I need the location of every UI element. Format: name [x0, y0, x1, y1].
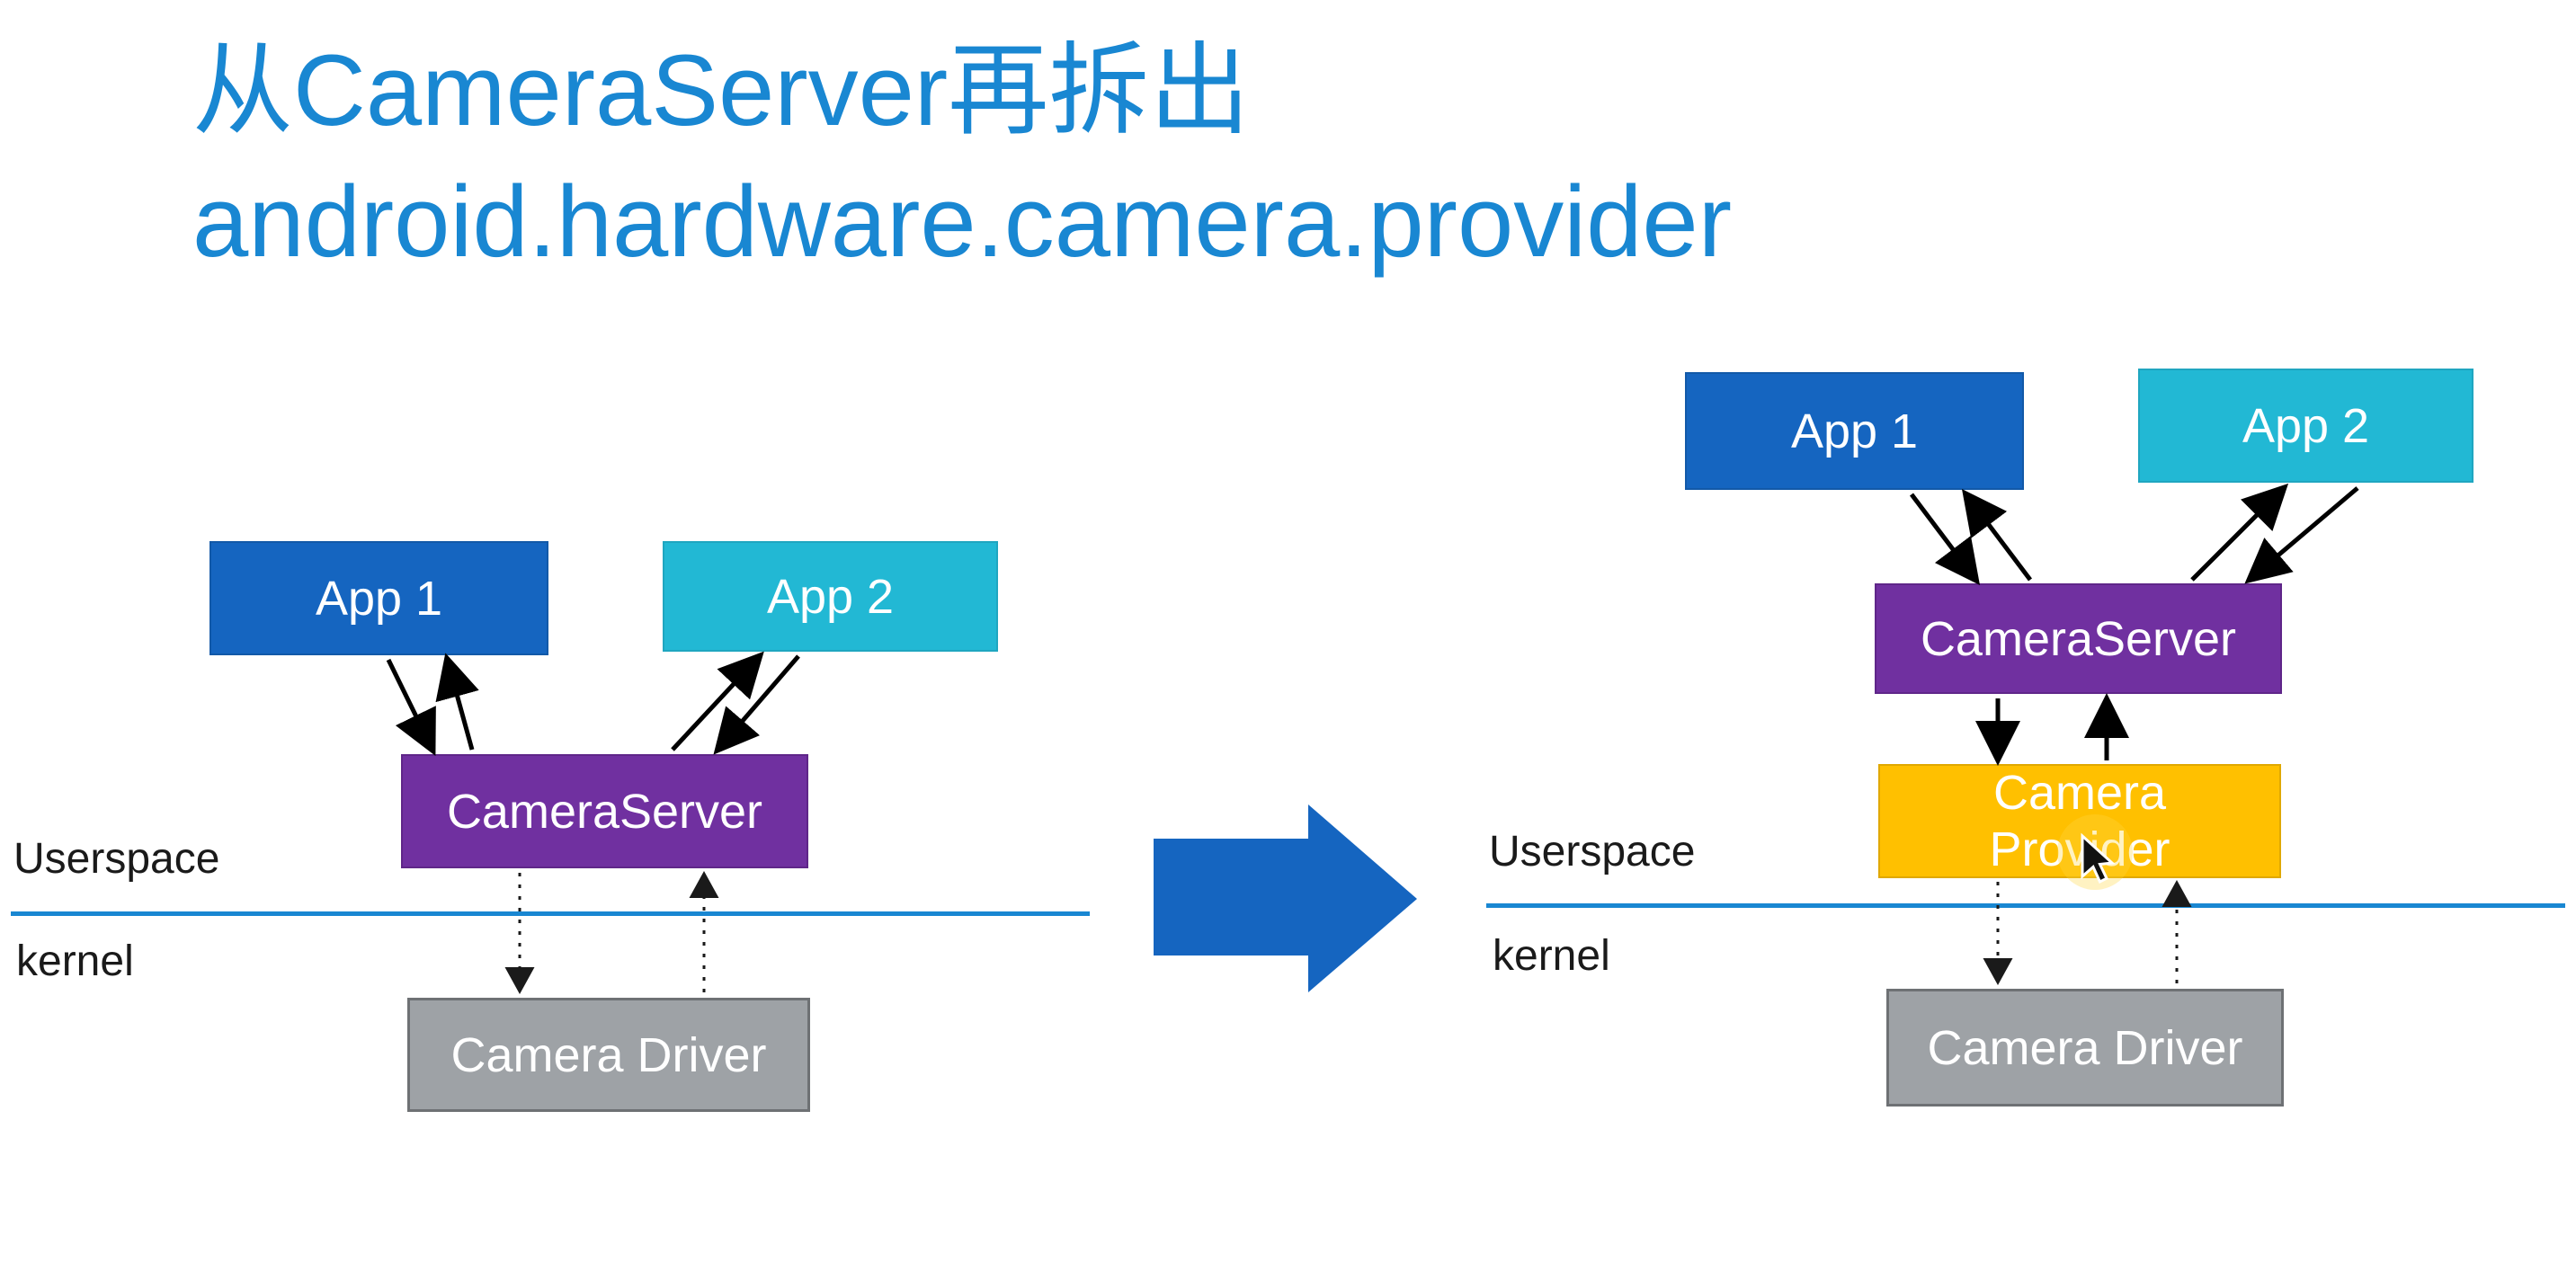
right-cameraserver-label: CameraServer [1920, 611, 2237, 666]
right-server-to-app1-arrow [1961, 489, 2032, 582]
left-userspace-kernel-divider [11, 911, 1090, 916]
right-app1-label: App 1 [1790, 404, 1919, 458]
left-app1-label: App 1 [315, 571, 443, 626]
left-app1-to-server-arrow [386, 658, 436, 756]
left-server-to-app2-arrow [671, 651, 764, 751]
title-line-2: android.hardware.camera.provider [192, 164, 1732, 278]
left-server-to-app1-arrow [435, 653, 479, 751]
left-app2-label: App 2 [766, 569, 895, 624]
slide-title: 从CameraServer再拆出 android.hardware.camera… [192, 25, 1732, 287]
right-camera-provider-line1: Camera [1992, 766, 2167, 821]
left-camera-driver-box: Camera Driver [407, 998, 810, 1112]
title-line-1: 从CameraServer再拆出 [192, 34, 1251, 147]
right-userspace-label: Userspace [1489, 828, 1696, 875]
right-app1-box: App 1 [1685, 372, 2024, 490]
right-userspace-kernel-divider [1486, 903, 2565, 908]
left-cameraserver-box: CameraServer [401, 754, 808, 868]
right-app2-box: App 2 [2138, 369, 2473, 483]
right-kernel-label: kernel [1493, 932, 1610, 980]
transition-arrow [1154, 804, 1417, 992]
left-app1-box: App 1 [209, 541, 548, 655]
left-app2-box: App 2 [663, 541, 998, 652]
left-cameraserver-label: CameraServer [446, 784, 763, 839]
right-app1-to-server-arrow [1910, 493, 1981, 585]
right-camera-driver-label: Camera Driver [1927, 1020, 2243, 1075]
left-userspace-label: Userspace [13, 835, 220, 883]
right-camera-provider-label: Camera Provider [1989, 765, 2170, 876]
right-camera-provider-box: Camera Provider [1878, 764, 2281, 878]
right-app2-to-server-arrow [2244, 486, 2359, 584]
right-server-to-app2-arrow [2190, 483, 2289, 582]
left-app2-to-server-arrow [713, 654, 800, 755]
right-camera-provider-line2: Provider [1989, 822, 2170, 876]
right-app2-label: App 2 [2242, 398, 2370, 453]
left-camera-driver-label: Camera Driver [450, 1027, 767, 1082]
right-camera-driver-box: Camera Driver [1886, 989, 2284, 1107]
right-cameraserver-box: CameraServer [1875, 583, 2282, 694]
left-kernel-label: kernel [16, 938, 134, 985]
